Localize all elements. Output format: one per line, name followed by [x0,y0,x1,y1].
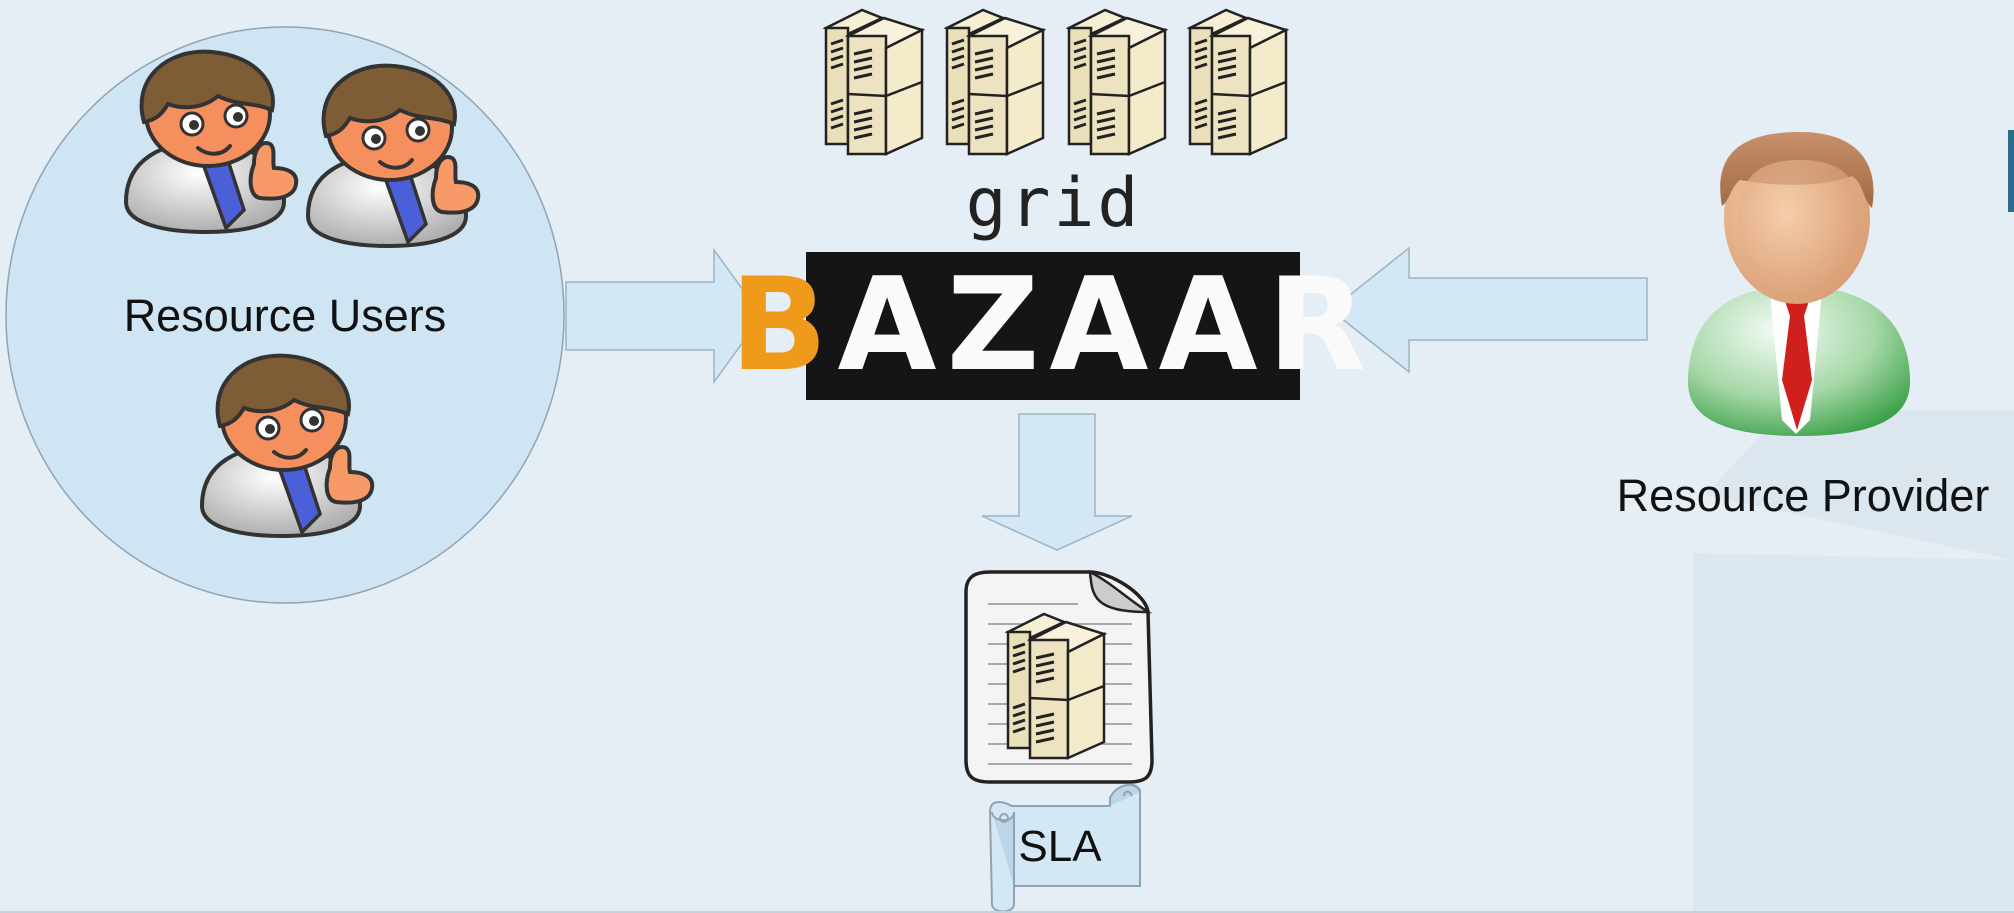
server-rack-icon [1067,8,1167,156]
server-rack-icon [1188,8,1288,156]
arrow-down [981,413,1133,551]
background-panel [1693,553,2014,913]
logo-word-rest: AZAAR [837,251,1377,400]
background-panel [1705,410,2014,560]
server-rack-icon [824,8,924,156]
accent-bar [2008,130,2014,212]
resource-provider-label: Resource Provider [1616,470,1990,521]
provider-person-icon [1688,132,1910,436]
sla-label: SLA [1018,822,1102,871]
arrow-right [565,247,763,385]
resource-users-label: Resource Users [123,290,447,341]
scroll-icon [988,783,1141,913]
server-rack-icon [1006,612,1106,760]
arrow-left [1329,246,1648,374]
logo-first-letter: B [729,251,838,400]
server-rack-icon [945,8,1045,156]
